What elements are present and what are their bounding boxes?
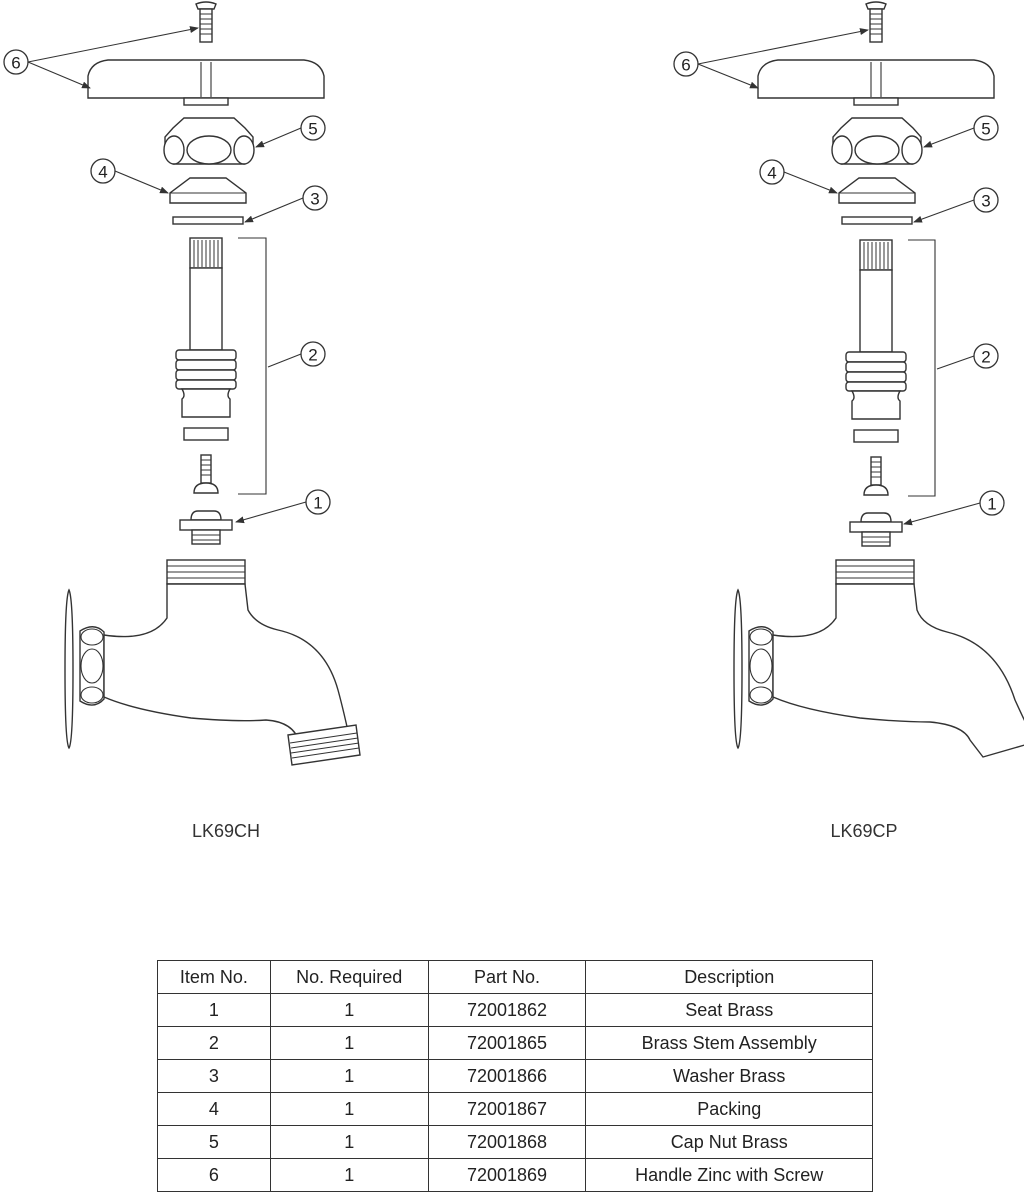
part-no-cell: 72001867 [427, 1092, 587, 1126]
callout-3: 3 [302, 185, 328, 211]
table-row: 6 1 72001869 Handle Zinc with Screw [157, 1158, 873, 1192]
table-row: 2 1 72001865 Brass Stem Assembly [157, 1026, 873, 1060]
svg-text:5: 5 [981, 120, 990, 139]
svg-text:3: 3 [310, 190, 319, 209]
svg-text:3: 3 [981, 192, 990, 211]
assembly-lk69ch: 6 5 4 3 2 1 LK69CH [3, 1, 361, 841]
callout-2: 2 [973, 343, 999, 369]
table-row: 1 1 72001862 Seat Brass [157, 993, 873, 1027]
description-cell: Handle Zinc with Screw [585, 1158, 873, 1192]
part-no-cell: 72001866 [427, 1059, 587, 1093]
table-row: 3 1 72001866 Washer Brass [157, 1059, 873, 1093]
callout-3: 3 [973, 187, 999, 213]
description-cell: Cap Nut Brass [585, 1125, 873, 1159]
callout-6: 6 [673, 51, 699, 77]
item-no-cell: 5 [157, 1125, 271, 1159]
quantity-cell: 1 [269, 1158, 429, 1192]
seat [849, 512, 903, 547]
column-header: Item No. [157, 960, 271, 994]
part-no-cell: 72001862 [427, 993, 587, 1027]
table-row: 4 1 72001867 Packing [157, 1092, 873, 1126]
svg-text:1: 1 [987, 495, 996, 514]
model-label-lk69cp: LK69CP [830, 821, 897, 841]
item-no-cell: 3 [157, 1059, 271, 1093]
svg-text:5: 5 [308, 120, 317, 139]
handle-with-screw [87, 1, 325, 106]
description-cell: Washer Brass [585, 1059, 873, 1093]
quantity-cell: 1 [269, 993, 429, 1027]
item-no-cell: 4 [157, 1092, 271, 1126]
faucet-body [64, 559, 361, 766]
part-no-cell: 72001869 [427, 1158, 587, 1192]
column-header: Description [585, 960, 873, 994]
stem-assembly [845, 239, 907, 496]
table-header-row: Item No. No. Required Part No. Descripti… [157, 960, 873, 994]
quantity-cell: 1 [269, 1026, 429, 1060]
table-row: 5 1 72001868 Cap Nut Brass [157, 1125, 873, 1159]
description-cell: Packing [585, 1092, 873, 1126]
callout-1: 1 [979, 490, 1005, 516]
svg-text:6: 6 [681, 56, 690, 75]
quantity-cell: 1 [269, 1125, 429, 1159]
svg-text:2: 2 [981, 348, 990, 367]
parts-table: Item No. No. Required Part No. Descripti… [157, 960, 873, 1192]
item-no-cell: 1 [157, 993, 271, 1027]
callout-1: 1 [305, 489, 331, 515]
callout-5: 5 [973, 115, 999, 141]
packing-and-washer [838, 177, 916, 225]
callout-4: 4 [90, 158, 116, 184]
quantity-cell: 1 [269, 1059, 429, 1093]
description-cell: Brass Stem Assembly [585, 1026, 873, 1060]
cap-nut [831, 117, 923, 165]
callout-6: 6 [3, 49, 29, 75]
part-no-cell: 72001865 [427, 1026, 587, 1060]
callout-2: 2 [300, 341, 326, 367]
item-no-cell: 2 [157, 1026, 271, 1060]
quantity-cell: 1 [269, 1092, 429, 1126]
description-cell: Seat Brass [585, 993, 873, 1027]
seat [179, 510, 233, 545]
svg-text:1: 1 [313, 494, 322, 513]
cap-nut [163, 117, 255, 165]
faucet-body [733, 559, 1024, 758]
part-no-cell: 72001868 [427, 1125, 587, 1159]
model-label-lk69ch: LK69CH [192, 821, 260, 841]
column-header: No. Required [269, 960, 429, 994]
exploded-parts-diagram: 6 5 4 3 2 1 LK69CH 6 5 4 3 2 1 LK69CP [3, 1, 1024, 841]
handle-with-screw [757, 1, 995, 106]
callout-5: 5 [300, 115, 326, 141]
packing-and-washer [169, 177, 247, 225]
svg-text:6: 6 [11, 54, 20, 73]
callout-4: 4 [759, 159, 785, 185]
column-header: Part No. [427, 960, 587, 994]
assembly-lk69cp: 6 5 4 3 2 1 LK69CP [673, 1, 1024, 841]
item-no-cell: 6 [157, 1158, 271, 1192]
stem-assembly [175, 237, 237, 494]
svg-text:4: 4 [767, 164, 776, 183]
svg-text:2: 2 [308, 346, 317, 365]
svg-text:4: 4 [98, 163, 107, 182]
